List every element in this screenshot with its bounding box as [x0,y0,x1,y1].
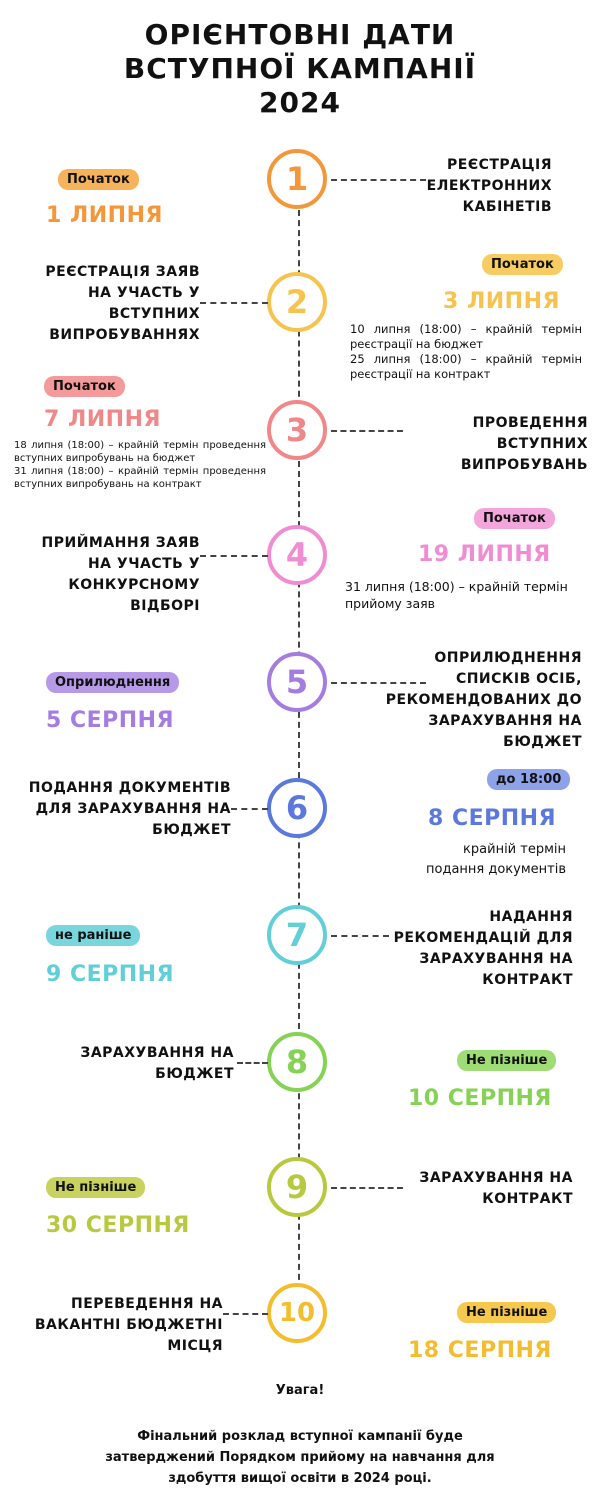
step-number-circle: 2 [267,272,327,332]
step-badge: Оприлюднення [46,672,180,693]
step-date: 1 ЛИПНЯ [46,203,163,228]
step-description: ПРИЙМАННЯ ЗАЯВ НА УЧАСТЬ У КОНКУРСНОМУ В… [41,535,200,614]
step-date: 7 ЛИПНЯ [44,407,161,432]
title-line-2: ВСТУПНОЇ КАМПАНІЇ [123,52,477,85]
connector [237,1062,268,1064]
connector [200,302,268,304]
timeline-line [298,200,300,1300]
step-number-circle: 7 [267,905,327,965]
step-badge: Початок [44,376,125,397]
step-badge: не раніше [46,925,141,946]
step-badge: Початок [58,169,139,190]
step-description: ПЕРЕВЕДЕННЯ НА ВАКАНТНІ БЮДЖЕТНІ МІСЦЯ [34,1296,223,1354]
title-line-3: 2024 [259,86,341,119]
step-date: 10 СЕРПНЯ [408,1086,552,1111]
step-description: РЕЄСТРАЦІЯ ЕЛЕКТРОННИХ КАБІНЕТІВ [426,157,552,215]
step-description: ПОДАННЯ ДОКУМЕНТІВ ДЛЯ ЗАРАХУВАННЯ НА БЮ… [28,780,231,838]
step-badge: Не пізніше [457,1050,557,1071]
connector [331,1187,403,1189]
step-description: РЕЄСТРАЦІЯ ЗАЯВ НА УЧАСТЬ У ВСТУПНИХ ВИП… [45,264,200,343]
connector [200,555,268,557]
step-date: 30 СЕРПНЯ [46,1213,190,1238]
step-notes: 31 липня (18:00) – крайній термін прийом… [345,579,568,611]
step-date: 8 СЕРПНЯ [428,806,557,831]
connector [331,682,426,684]
step-notes: 18 липня (18:00) – крайній термін провед… [14,440,266,490]
connector [331,430,403,432]
step-date: 5 СЕРПНЯ [46,708,175,733]
connector [331,935,389,937]
step-date: 19 ЛИПНЯ [418,542,551,567]
step-description: НАДАННЯ РЕКОМЕНДАЦІЙ ДЛЯ ЗАРАХУВАННЯ НА … [393,909,573,988]
step-description: ОПРИЛЮДНЕННЯ СПИСКІВ ОСІБ, РЕКОМЕНДОВАНИ… [385,650,582,750]
step-number-circle: 3 [267,400,327,460]
step-number-circle: 6 [267,778,327,838]
step-number-circle: 5 [267,652,327,712]
step-date: 18 СЕРПНЯ [408,1338,552,1363]
step-notes: 10 липня (18:00) – крайній термін реєстр… [350,322,582,381]
step-description: ЗАРАХУВАННЯ НА КОНТРАКТ [419,1170,573,1207]
step-description: ЗАРАХУВАННЯ НА БЮДЖЕТ [80,1045,234,1082]
step-description: ПРОВЕДЕННЯ ВСТУПНИХ ВИПРОБУВАНЬ [460,415,588,473]
step-badge: Початок [482,254,563,275]
step-number-circle: 8 [267,1032,327,1092]
step-badge: Не пізніше [457,1302,557,1323]
step-badge: Початок [474,508,555,529]
step-number-circle: 9 [267,1157,327,1217]
step-number-circle: 1 [267,149,327,209]
step-number-circle: 4 [267,525,327,585]
connector [231,808,268,810]
warning-label: Увага! [275,1383,325,1398]
connector [223,1313,268,1315]
step-badge: до 18:00 [487,769,571,790]
final-note: Фінальний розклад вступної кампанії буде… [105,1429,495,1486]
step-date: 9 СЕРПНЯ [46,962,175,987]
page-title: ОРІЄНТОВНІ ДАТИ ВСТУПНОЇ КАМПАНІЇ 2024 [0,18,600,120]
title-line-1: ОРІЄНТОВНІ ДАТИ [144,18,456,51]
connector [331,179,426,181]
step-number-circle: 10 [267,1283,327,1343]
step-notes: крайній термін подання документів [426,842,566,877]
step-badge: Не пізніше [46,1177,146,1198]
step-date: 3 ЛИПНЯ [443,289,560,314]
